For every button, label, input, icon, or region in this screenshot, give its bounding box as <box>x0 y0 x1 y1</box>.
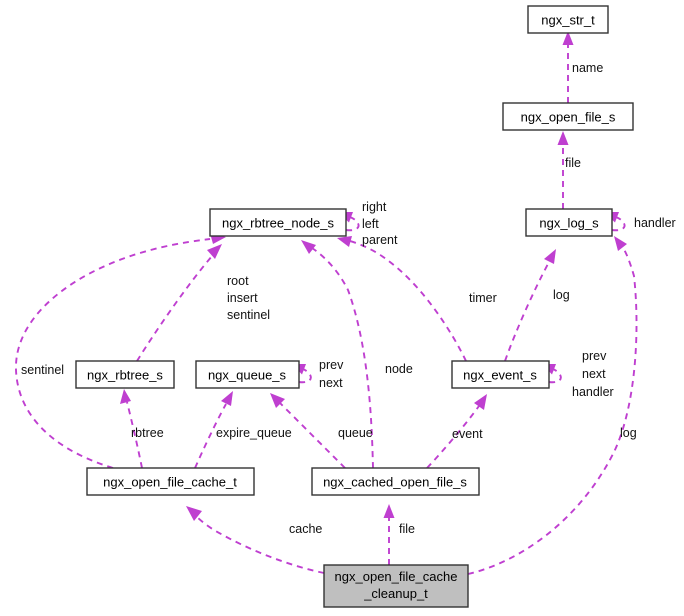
edge-file-top <box>557 131 569 209</box>
edge-name <box>562 31 574 103</box>
edge-event <box>426 394 487 469</box>
edge-label-right: right <box>362 200 387 214</box>
edge-label-node: node <box>385 362 413 376</box>
node-ngx-event-s[interactable]: ngx_event_s <box>451 360 550 389</box>
edge-label-prev-queue: prev <box>319 358 344 372</box>
node-ngx-cached-open-file-s[interactable]: ngx_cached_open_file_s <box>311 467 480 496</box>
edge-label-event: event <box>452 427 483 441</box>
edge-timer <box>337 236 467 362</box>
edge-label-rbtree: rbtree <box>131 426 164 440</box>
edge-label-queue: queue <box>338 426 373 440</box>
edge-label-expire-queue: expire_queue <box>216 426 292 440</box>
node-label-ngx-queue-s: ngx_queue_s <box>208 368 287 383</box>
edge-log-right <box>467 236 638 575</box>
edge-label-file-top: file <box>565 156 581 170</box>
edge-sentinel <box>15 233 226 469</box>
edge-node <box>301 240 374 469</box>
edge-file-bottom <box>383 504 395 565</box>
node-label-ngx-str-t: ngx_str_t <box>541 13 595 28</box>
node-label-cleanup-line2: _cleanup_t <box>363 586 428 601</box>
nodes-layer: ngx_str_t ngx_open_file_s ngx_log_s ngx_… <box>75 5 634 608</box>
edge-label-handler-log: handler <box>634 216 676 230</box>
edge-label-handler-event: handler <box>572 385 614 399</box>
edge-expire-queue <box>194 391 233 469</box>
edge-label-sentinel-mid: sentinel <box>227 308 270 322</box>
node-label-ngx-open-file-s: ngx_open_file_s <box>521 110 616 125</box>
node-ngx-queue-s[interactable]: ngx_queue_s <box>195 360 300 389</box>
node-label-ngx-rbtree-s: ngx_rbtree_s <box>87 368 163 383</box>
node-ngx-rbtree-s[interactable]: ngx_rbtree_s <box>75 360 175 389</box>
node-label-ngx-rbtree-node-s: ngx_rbtree_node_s <box>222 216 335 231</box>
edge-queue <box>270 393 346 469</box>
node-label-ngx-cached-open-file-s: ngx_cached_open_file_s <box>323 475 467 490</box>
node-label-ngx-open-file-cache-t: ngx_open_file_cache_t <box>103 475 237 490</box>
edge-label-prev-event: prev <box>582 349 607 363</box>
node-label-cleanup-line1: ngx_open_file_cache <box>335 569 458 584</box>
edge-cache <box>186 506 325 574</box>
edge-label-sentinel-left: sentinel <box>21 363 64 377</box>
edge-label-parent: parent <box>362 233 398 247</box>
edge-label-name: name <box>572 61 603 75</box>
edge-log-mid <box>504 249 556 362</box>
edge-labels-layer: name file handler right left parent root… <box>21 61 676 536</box>
edge-label-next-queue: next <box>319 376 343 390</box>
edge-label-file-bottom: file <box>399 522 415 536</box>
edge-label-timer: timer <box>469 291 497 305</box>
node-ngx-open-file-cache-cleanup-t[interactable]: ngx_open_file_cache _cleanup_t <box>323 564 469 608</box>
node-label-ngx-event-s: ngx_event_s <box>463 368 537 383</box>
node-ngx-open-file-s[interactable]: ngx_open_file_s <box>502 102 634 131</box>
edges-layer <box>15 31 638 575</box>
edge-label-insert: insert <box>227 291 258 305</box>
node-label-ngx-log-s: ngx_log_s <box>539 216 599 231</box>
edge-label-next-event: next <box>582 367 606 381</box>
edge-label-root: root <box>227 274 249 288</box>
edge-label-log-right: log <box>620 426 637 440</box>
edge-rbtree <box>120 389 143 469</box>
node-ngx-str-t[interactable]: ngx_str_t <box>527 5 609 34</box>
edge-label-log-mid: log <box>553 288 570 302</box>
node-ngx-rbtree-node-s[interactable]: ngx_rbtree_node_s <box>209 208 347 237</box>
node-ngx-open-file-cache-t[interactable]: ngx_open_file_cache_t <box>86 467 255 496</box>
edge-root-insert-sentinel <box>136 244 222 362</box>
edge-label-left: left <box>362 217 379 231</box>
node-ngx-log-s[interactable]: ngx_log_s <box>525 208 613 237</box>
edge-label-cache: cache <box>289 522 322 536</box>
